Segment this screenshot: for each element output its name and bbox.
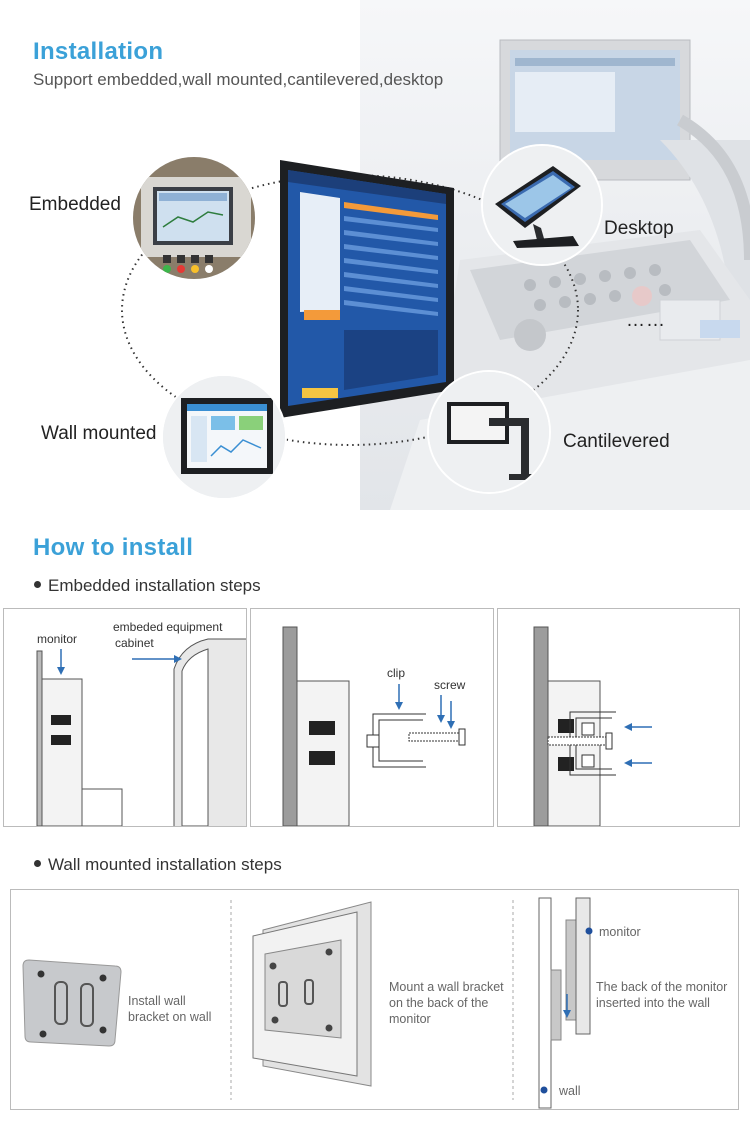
wall-step-2-text: Mount a wall bracket on the back of the …: [389, 979, 504, 1027]
wall-step-3-line1: The back of the monitor: [596, 980, 728, 994]
wall-step-2-line2: on the back of the: [389, 996, 489, 1010]
installation-title: Installation: [33, 38, 164, 65]
embedded-photo: [133, 157, 255, 279]
desktop-photo: [483, 146, 601, 264]
embedded-step-2-panel: clip screw: [250, 608, 494, 827]
label-cantilevered: Cantilevered: [563, 431, 670, 452]
installation-subtitle: Support embedded,wall mounted,cantilever…: [33, 70, 444, 89]
embedded-step-3-diagram: [533, 626, 652, 826]
label-cabinet-line1: embeded equipment: [113, 620, 223, 634]
bullet-dot: [34, 860, 41, 868]
embedded-step-2-diagram: [282, 626, 466, 826]
wall-steps-heading: Wall mounted installation steps: [34, 855, 282, 875]
wall-step-1-line2: bracket on wall: [128, 1010, 212, 1024]
embedded-steps-heading: Embedded installation steps: [34, 576, 261, 596]
embedded-steps-heading-text: Embedded installation steps: [48, 576, 261, 595]
label-cabinet-line2: cabinet: [115, 636, 154, 650]
wall-step-2-line1: Mount a wall bracket: [389, 980, 504, 994]
wall-mounted-photo: [163, 376, 285, 498]
how-to-install-title: How to install: [33, 534, 194, 561]
label-wall: wall: [559, 1084, 581, 1098]
embedded-step-3-panel: [497, 608, 740, 827]
label-wall-mounted: Wall mounted: [41, 423, 157, 444]
wall-step-3-text: The back of the monitor inserted into th…: [596, 979, 727, 1011]
label-monitor: monitor: [37, 632, 78, 646]
cantilevered-photo: [429, 372, 549, 492]
center-monitor-photo: [278, 160, 456, 418]
wall-mounted-steps-panel: Install wall bracket on wall Mount a wal…: [10, 889, 739, 1110]
embedded-step-1-diagram: [36, 638, 246, 826]
label-clip: clip: [387, 666, 406, 680]
label-screw: screw: [434, 678, 466, 692]
wall-step-1-text: Install wall bracket on wall: [128, 993, 211, 1025]
wall-mounted-steps-diagram: [22, 897, 593, 1109]
bullet-dot: [34, 581, 41, 589]
wall-step-3-line2: inserted into the wall: [596, 996, 710, 1010]
label-embedded: Embedded: [29, 194, 121, 215]
embedded-step-1-panel: monitor embeded equipment cabinet: [3, 608, 247, 827]
wall-step-2-line3: monitor: [389, 1012, 431, 1026]
label-desktop: Desktop: [604, 218, 674, 239]
wall-steps-heading-text: Wall mounted installation steps: [48, 855, 282, 874]
label-wall-monitor: monitor: [599, 925, 641, 939]
label-more: ……: [626, 310, 666, 331]
wall-step-1-line1: Install wall: [128, 994, 186, 1008]
